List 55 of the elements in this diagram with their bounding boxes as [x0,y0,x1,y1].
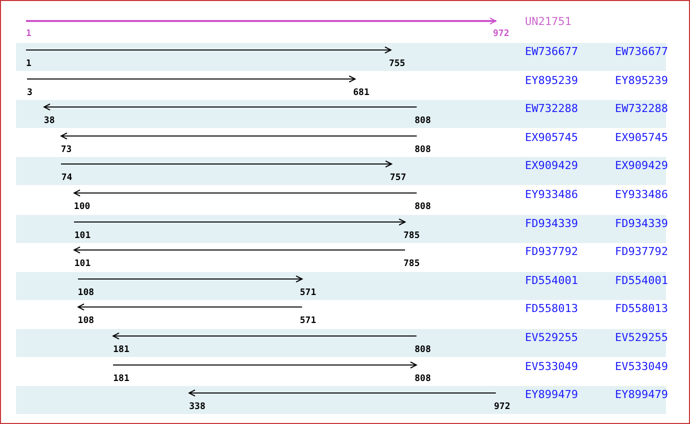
position-label: 3 [26,88,32,98]
accession-label: FD937792 [615,246,668,258]
accession-label: EY899479 [615,389,668,400]
position-label: 101 [74,260,91,270]
accession-label: EY933486 [525,189,578,200]
position-label: 108 [78,288,94,298]
position-label: 108 [78,317,94,326]
accession-label: FD558013 [525,303,578,314]
accession-label: FD937792 [525,246,578,258]
position-label: 181 [113,346,130,355]
accession-label: EW736677 [615,46,668,57]
position-label: 101 [74,232,91,241]
accession-label: EV533049 [615,360,668,372]
position-label: 808 [414,374,431,384]
position-label: 681 [353,88,370,98]
position-label: 73 [60,146,72,155]
accession-label: EX909429 [615,160,668,172]
position-label: 1 [26,60,32,69]
accession-label: EX905745 [525,132,578,143]
accession-label: EY895239 [525,74,578,86]
accession-label: EX909429 [525,160,578,172]
accession-label: EV529255 [615,332,668,343]
position-label: 808 [414,117,431,126]
accession-label: EX905745 [615,132,668,143]
position-label: 338 [189,403,206,412]
position-label: 808 [414,203,431,212]
position-label: 571 [300,288,316,298]
position-label: 571 [300,317,316,326]
accession-label: EV529255 [525,332,578,343]
position-label: 808 [414,346,431,355]
accession-label: EY899479 [525,389,578,400]
position-label: 755 [388,60,406,69]
position-label: 757 [390,174,406,184]
accession-label: FD554001 [525,274,578,286]
reference-id: UN21751 [525,16,572,27]
accession-label: EW732288 [525,103,578,114]
position-label: 972 [494,403,510,412]
accession-label: FD934339 [615,218,668,229]
accession-label: EW736677 [525,46,578,57]
position-label: 808 [414,146,431,155]
accession-label: EV533049 [525,360,578,372]
accession-label: FD934339 [525,218,578,229]
position-label: 38 [44,117,55,126]
position-label: 100 [74,203,90,212]
accession-label: FD558013 [615,303,668,314]
accession-label: EY933486 [615,189,668,200]
position-label: 785 [403,232,420,241]
position-label: 785 [403,260,420,270]
position-label: 972 [493,30,510,39]
position-label: 1 [26,30,32,39]
position-label: 181 [113,374,130,384]
accession-label: EY895239 [615,74,668,86]
accession-label: FD554001 [615,274,668,286]
position-label: 74 [61,174,72,184]
accession-label: EW732288 [615,103,668,114]
